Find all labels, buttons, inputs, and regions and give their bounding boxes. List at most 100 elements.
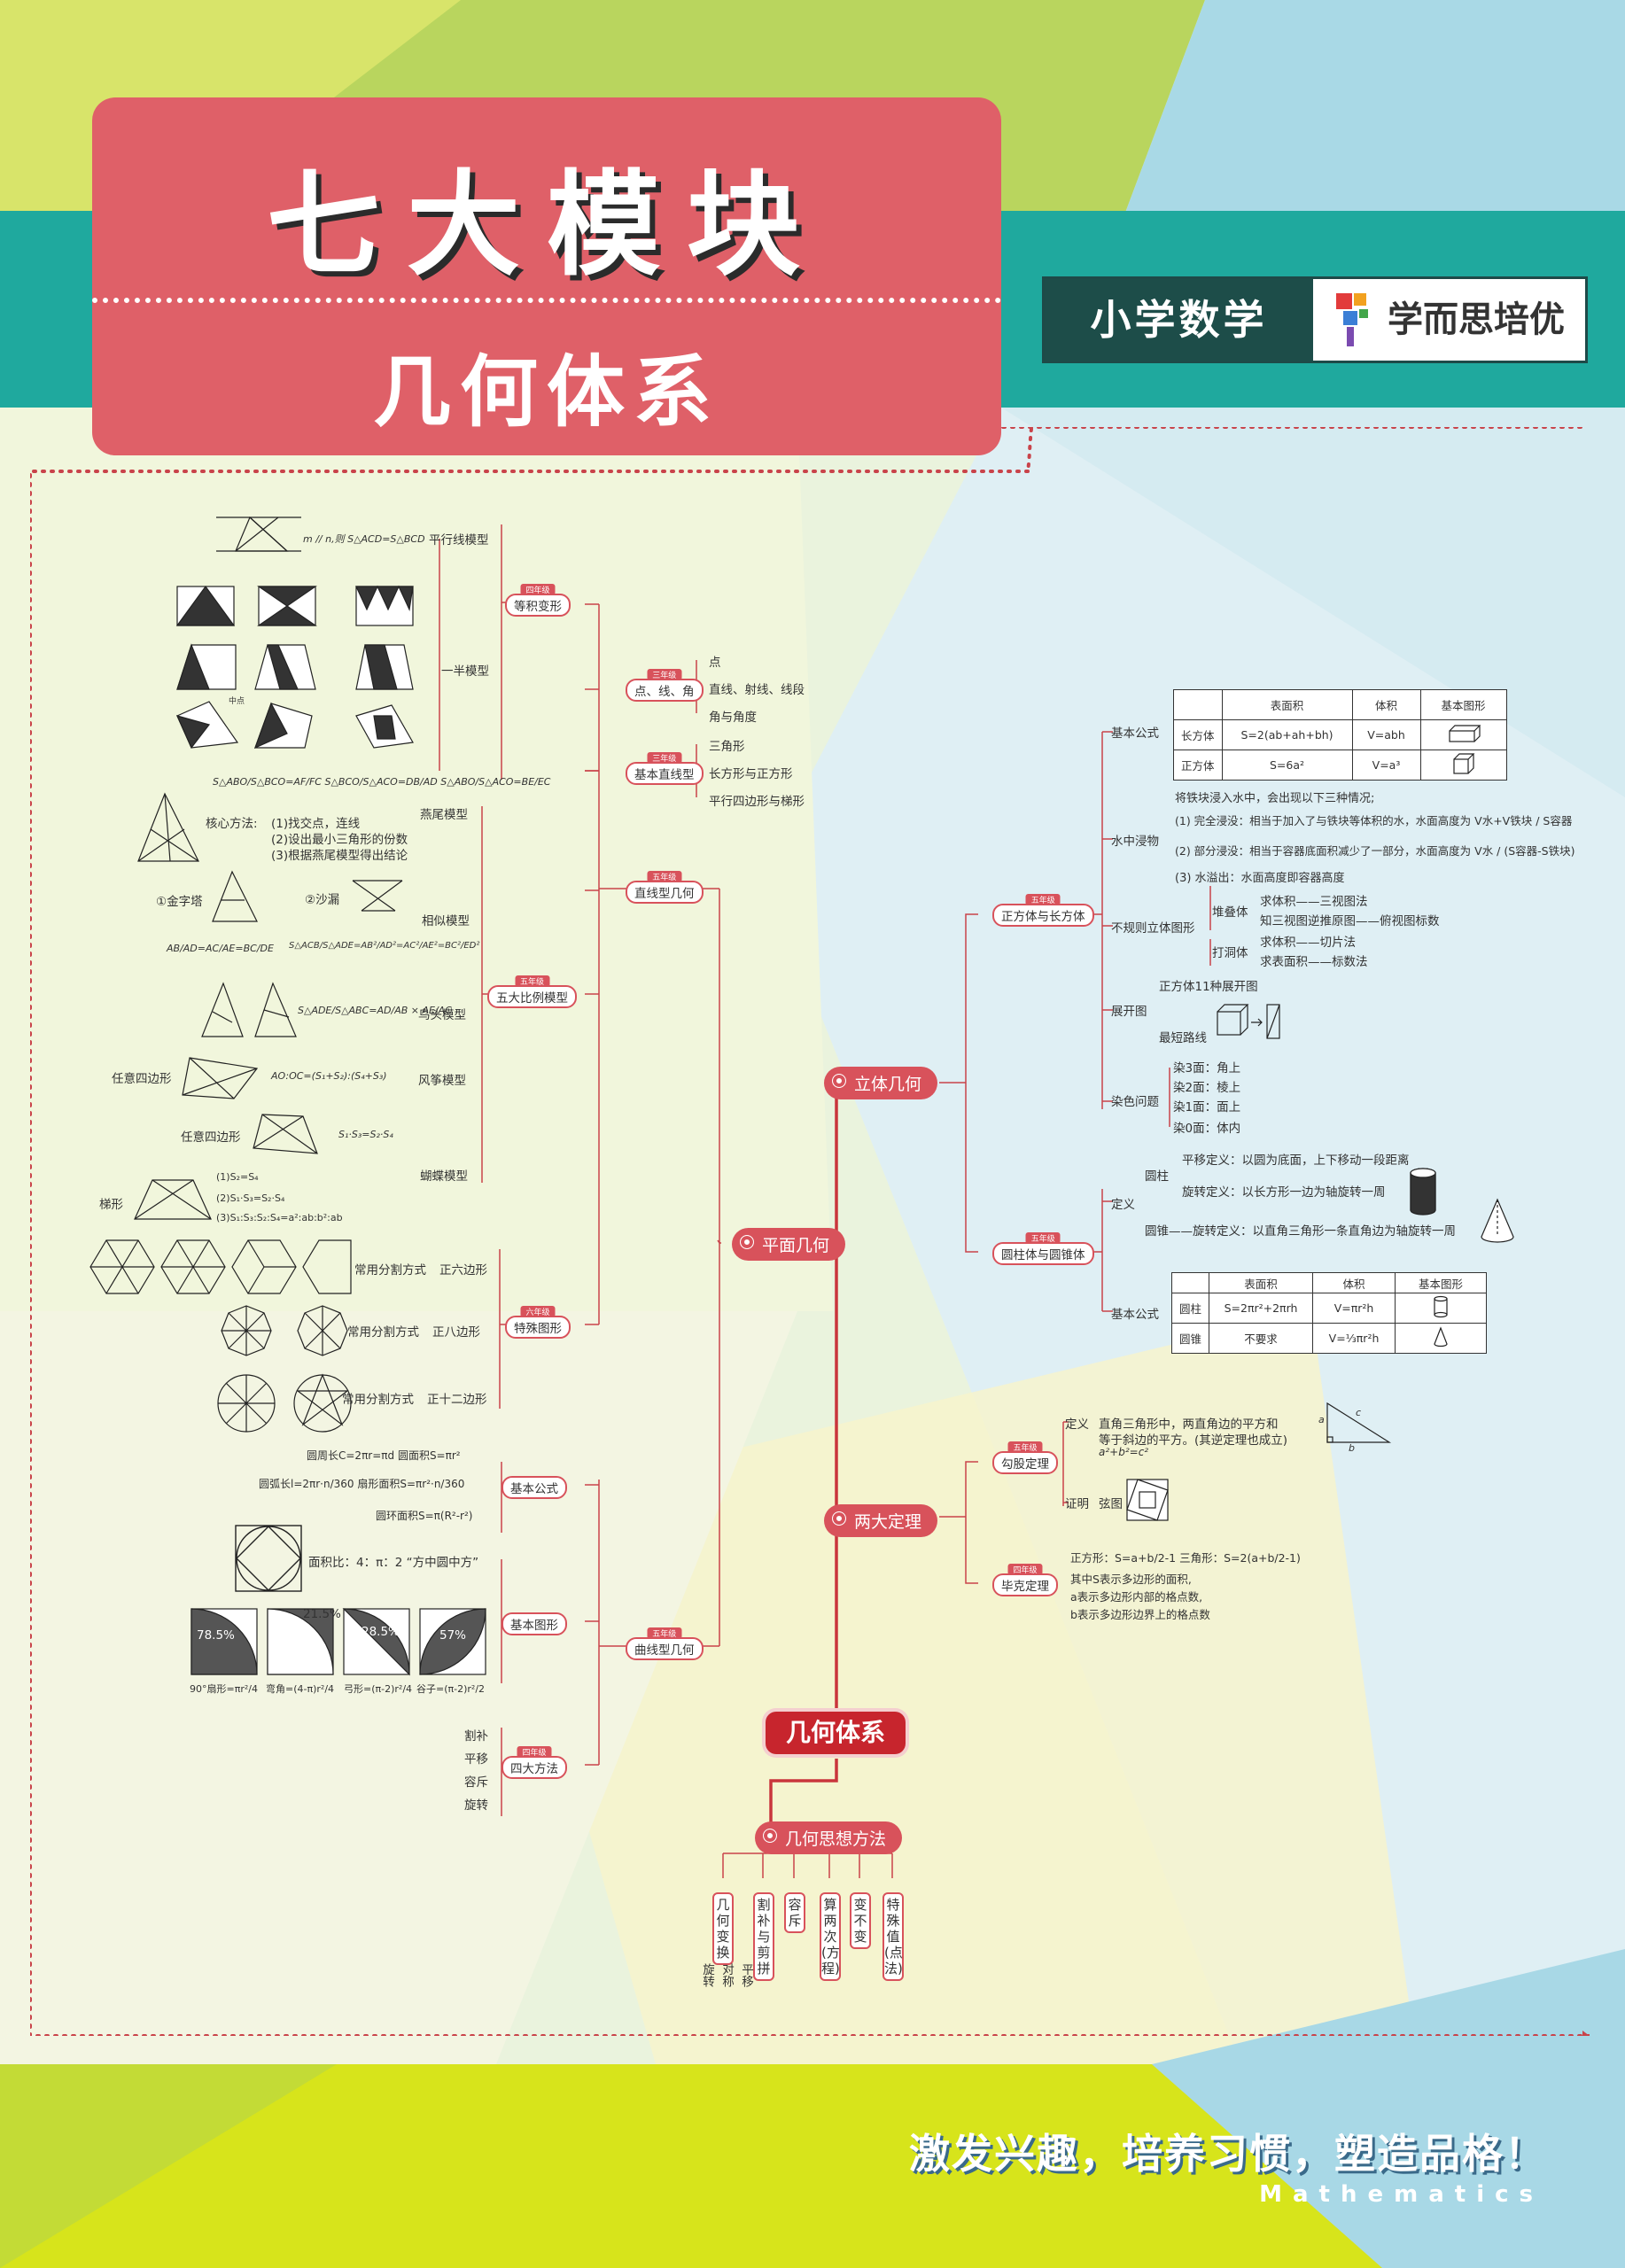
method-invariant[interactable]: 变不变 — [850, 1892, 871, 1949]
node-cylinder-cone-label: 圆柱体与圆锥体 — [1001, 1248, 1085, 1262]
grade-tag: 四年级 — [517, 1746, 552, 1758]
node-cuboid[interactable]: 正方体与长方体五年级 — [992, 894, 1094, 927]
node-straight-geometry[interactable]: 直线型几何五年级 — [626, 871, 704, 904]
butterfly-formula-2: (2)S₁·S₃=S₂·S₄ — [216, 1192, 285, 1204]
cube-icon — [1419, 750, 1507, 781]
table-header: 体积 — [1351, 689, 1421, 720]
table-cell: V=πr²h — [1312, 1293, 1396, 1324]
brand-box: 小学数学 学而思培优 — [1042, 276, 1588, 363]
node-curve-shapes[interactable]: 基本图形 — [501, 1612, 567, 1635]
formula-swallow: S△ABO/S△BCO=AF/FC S△BCO/S△ACO=DB/AD S△AB… — [213, 776, 551, 788]
dye-item-1: 染1面：面上 — [1173, 1100, 1241, 1115]
table-header: 表面积 — [1209, 1272, 1314, 1293]
special-name-2: 正八边形 — [432, 1325, 480, 1340]
node-point-line-angle-label: 点、线、角 — [634, 685, 695, 699]
node-curve-formulas[interactable]: 基本公式 — [501, 1476, 567, 1499]
method-rotate: 旋转 — [464, 1798, 488, 1813]
kite-diagram — [182, 1057, 259, 1099]
node-pick[interactable]: 毕克定理四年级 — [992, 1564, 1058, 1596]
curve-formula-2: 圆弧长l=2πr·n/360 扇形面积S=πr²·n/360 — [259, 1478, 465, 1490]
table-cell: 不要求 — [1209, 1323, 1314, 1354]
label-similar-model: 相似模型 — [422, 914, 470, 928]
similar-pyramid: ①金字塔 — [156, 895, 203, 909]
curve-formula-3: 圆环面积S=π(R²-r²) — [376, 1510, 473, 1522]
node-basic-straight-label: 基本直线型 — [634, 768, 695, 782]
node-curve-geometry-label: 曲线型几何 — [634, 1643, 695, 1658]
grade-tag: 五年级 — [647, 871, 682, 882]
table-cell: V=abh — [1351, 719, 1421, 750]
method-geometric-transform[interactable]: 几何变换 — [712, 1892, 734, 1965]
pyth-proof-title: 证明 — [1065, 1497, 1089, 1511]
brand-logo-icon — [1336, 293, 1368, 346]
pick-line-1: 正方形：S=a+b/2-1 三角形：S=2(a+b/2-1) — [1070, 1551, 1301, 1565]
formula-kite: AO:OC=(S₁+S₂):(S₄+S₃) — [271, 1070, 387, 1082]
node-special-shapes[interactable]: 特殊图形六年级 — [505, 1306, 571, 1339]
title-divider — [92, 298, 1001, 303]
table-cell: 圆锥 — [1170, 1323, 1210, 1354]
midpoint-note: 中点 — [229, 697, 245, 706]
table-header — [1170, 1272, 1210, 1293]
hole-item-2: 求表面积——标数法 — [1260, 955, 1368, 969]
caption-corner: 弯角=(4-π)r²/4 — [266, 1683, 335, 1695]
label-half-model: 一半模型 — [441, 664, 489, 679]
special-method-3: 常用分割方式 — [342, 1393, 414, 1407]
water-case-3: (3) 水溢出：水面高度即容器高度 — [1175, 872, 1345, 885]
node-solid-geometry[interactable]: 立体几何 — [824, 1067, 938, 1099]
grade-tag: 六年级 — [520, 1306, 556, 1317]
percent-bow: 28.5% — [362, 1625, 400, 1639]
node-plane-geometry[interactable]: 平面几何 — [732, 1228, 846, 1261]
net-item-1: 正方体11种展开图 — [1159, 980, 1258, 994]
cyl-def-2: 旋转定义：以长方形一边为轴旋转一周 — [1182, 1185, 1386, 1200]
cylinder-small-icon — [1395, 1293, 1488, 1324]
grade-tag: 三年级 — [647, 752, 682, 764]
curve-ratio-text: 面积比：4：π：2 “方中圆中方” — [308, 1556, 479, 1570]
water-case-1: (1) 完全浸没：相当于加入了与铁块等体积的水，水面高度为 V水+V铁块 / S… — [1175, 814, 1573, 827]
method-special-value[interactable]: 特殊值(点法) — [882, 1892, 904, 1981]
node-ratio-models[interactable]: 五大比例模型五年级 — [487, 975, 577, 1008]
table-cell: S=2πr²+2πrh — [1209, 1293, 1314, 1324]
label-bird-model: 鸟头模型 — [418, 1008, 466, 1022]
dye-item-0: 染0面：体内 — [1173, 1122, 1241, 1136]
method-cut-assemble[interactable]: 割补与剪拼 — [753, 1892, 774, 1981]
item-triangle: 三角形 — [709, 740, 745, 754]
stack-item-2: 知三视图逆推原图——俯视图标数 — [1260, 914, 1440, 928]
pyth-proof: 弦图 — [1099, 1497, 1123, 1511]
node-point-line-angle[interactable]: 点、线、角三年级 — [626, 669, 704, 702]
label-parallel-model: 平行线模型 — [429, 533, 489, 548]
node-four-methods-label: 四大方法 — [510, 1762, 558, 1776]
pyth-formula: a²+b²=c² — [1099, 1446, 1149, 1458]
side-a: a — [1318, 1414, 1325, 1425]
table-cell: 长方体 — [1173, 719, 1223, 750]
table-cell: V=⅓πr²h — [1312, 1323, 1396, 1354]
cone-icon — [1481, 1198, 1514, 1243]
method-inclusion-exclusion[interactable]: 容斥 — [784, 1892, 805, 1933]
hole-item-1: 求体积——切片法 — [1260, 936, 1356, 950]
water-label: 水中浸物 — [1111, 835, 1159, 849]
pyramid-diagram — [212, 870, 258, 922]
side-c: c — [1356, 1407, 1362, 1418]
cyl-def-title: 定义 — [1111, 1198, 1135, 1212]
node-root[interactable]: 几何体系 — [766, 1712, 906, 1754]
node-cylinder-cone[interactable]: 圆柱体与圆锥体五年级 — [992, 1232, 1094, 1265]
node-basic-straight[interactable]: 基本直线型三年级 — [626, 752, 704, 785]
curve-formula-1: 圆周长C=2πr=πd 圆面积S=πr² — [307, 1449, 461, 1462]
item-point: 点 — [709, 656, 721, 670]
cyl-label: 圆柱 — [1145, 1169, 1169, 1184]
node-curve-geometry[interactable]: 曲线型几何五年级 — [626, 1627, 704, 1660]
node-thinking-methods[interactable]: 几何思想方法 — [755, 1821, 903, 1854]
node-pythagoras[interactable]: 勾股定理五年级 — [992, 1441, 1058, 1474]
special-method-1: 常用分割方式 — [354, 1263, 426, 1278]
percent-leaf: 57% — [439, 1628, 467, 1643]
chord-diagram — [1126, 1479, 1169, 1521]
node-pick-label: 毕克定理 — [1001, 1580, 1049, 1594]
node-equal-area[interactable]: 等积变形四年级 — [505, 584, 571, 617]
formula-similar-2: S△ACB/S△ADE=AB²/AD²=AC²/AE²=BC²/ED² — [289, 941, 480, 951]
node-two-theorems[interactable]: 两大定理 — [824, 1504, 938, 1537]
method-count-twice[interactable]: 算两次(方程) — [820, 1892, 841, 1981]
method-cut-fill: 割补 — [464, 1729, 488, 1744]
pyth-def-1: 直角三角形中，两直角边的平方和 — [1099, 1418, 1279, 1432]
node-four-methods[interactable]: 四大方法四年级 — [501, 1746, 567, 1779]
page-subtitle: 几何体系 — [372, 346, 720, 438]
